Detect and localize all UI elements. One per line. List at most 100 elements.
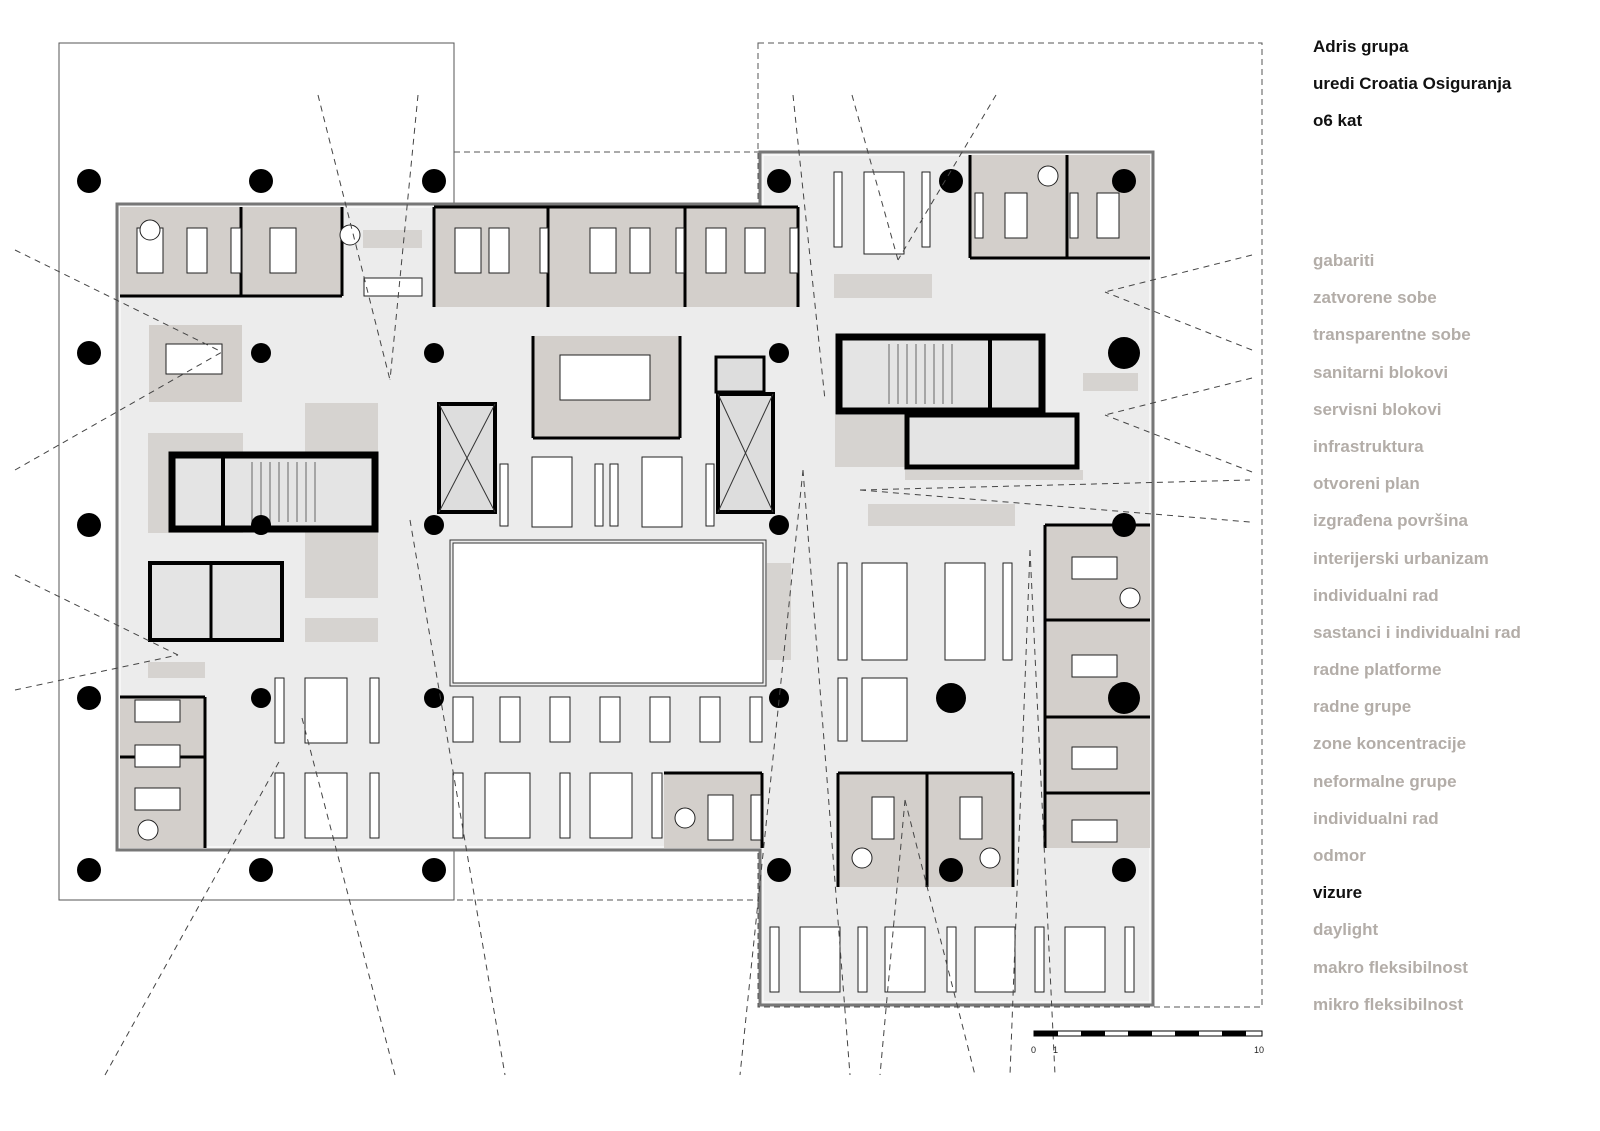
legend-item[interactable]: radne grupe — [1313, 697, 1412, 717]
desk — [369, 677, 380, 744]
scale-segment — [1175, 1031, 1199, 1036]
column — [767, 858, 791, 882]
legend-item[interactable]: individualni rad — [1313, 808, 1439, 828]
legend-item[interactable]: transparentne sobe — [1313, 325, 1471, 345]
desk — [675, 227, 685, 274]
column — [251, 688, 271, 708]
scale-label-0: 0 — [1031, 1045, 1037, 1055]
legend-item[interactable]: individualni rad — [1313, 585, 1439, 605]
legend-item[interactable]: otvoreni plan — [1313, 474, 1420, 494]
desk — [1064, 926, 1106, 993]
desk — [589, 227, 617, 274]
desk — [959, 796, 983, 840]
desk — [363, 277, 423, 297]
desk — [609, 463, 619, 527]
cross-line — [717, 393, 774, 513]
column — [939, 169, 963, 193]
desk — [531, 456, 573, 528]
legend-item[interactable]: sastanci i individualni rad — [1313, 622, 1521, 642]
desk — [134, 787, 181, 811]
core-wall — [988, 337, 992, 411]
chair — [674, 807, 696, 829]
desk — [165, 343, 223, 375]
sightline — [739, 469, 804, 1076]
infrastructure-block — [148, 662, 205, 678]
desk — [488, 227, 510, 274]
legend-item[interactable]: infrastruktura — [1313, 436, 1424, 456]
service-room — [904, 412, 1080, 470]
legend-item[interactable]: makro fleksibilnost — [1313, 957, 1468, 977]
infrastructure-block — [868, 504, 1015, 526]
desk — [274, 772, 285, 839]
column — [77, 686, 101, 710]
sightline — [14, 654, 179, 691]
desk — [799, 926, 841, 993]
sightline — [802, 469, 851, 1076]
desk — [1034, 926, 1045, 993]
legend-item[interactable]: mikro fleksibilnost — [1313, 994, 1464, 1014]
column — [769, 688, 789, 708]
sightline — [904, 799, 976, 1076]
desk — [944, 562, 986, 661]
core-wall — [221, 455, 225, 529]
infrastructure-block — [834, 274, 932, 298]
desk — [946, 926, 957, 993]
desk — [833, 171, 843, 248]
desk — [884, 926, 926, 993]
desk — [861, 677, 908, 742]
sightline — [1104, 254, 1253, 293]
desk — [863, 171, 905, 255]
legend-item[interactable]: odmor — [1313, 846, 1366, 865]
sightline — [14, 574, 179, 656]
desk — [499, 696, 521, 743]
legend-item[interactable]: vizure — [1313, 883, 1363, 903]
desk — [1124, 926, 1135, 993]
staircase-core — [835, 333, 1046, 415]
legend-item[interactable]: servisni blokovi — [1313, 399, 1442, 419]
legend-item[interactable]: zone koncentracije — [1313, 734, 1467, 754]
floor-label: o6 kat — [1313, 111, 1363, 130]
column — [249, 858, 273, 882]
scale-segment — [1034, 1031, 1058, 1036]
legend-item[interactable]: gabariti — [1313, 251, 1375, 270]
legend-item[interactable]: izgrađena površina — [1313, 511, 1468, 531]
atrium-void — [452, 542, 764, 684]
sightline — [897, 94, 997, 261]
infrastructure-block — [767, 563, 791, 660]
sightline — [1104, 291, 1253, 351]
legend-item[interactable]: radne platforme — [1313, 660, 1442, 680]
desk — [974, 926, 1016, 993]
desk — [707, 794, 734, 841]
staircase-core — [168, 451, 379, 533]
desk — [649, 696, 671, 743]
desk — [589, 772, 633, 839]
desk — [837, 677, 848, 742]
desk — [1096, 192, 1120, 239]
column — [769, 343, 789, 363]
legend-item[interactable]: zatvorene sobe — [1313, 288, 1437, 308]
desk — [452, 696, 474, 743]
sightline — [14, 351, 223, 471]
desk — [749, 696, 763, 743]
legend-item[interactable]: neformalne grupe — [1313, 771, 1457, 791]
sightline — [317, 94, 391, 381]
column — [936, 683, 966, 713]
scale-bar — [1033, 1030, 1263, 1037]
atrium — [449, 539, 767, 687]
column — [424, 688, 444, 708]
columns — [77, 169, 1140, 882]
legend-item[interactable]: daylight — [1313, 920, 1379, 940]
infrastructure-block — [305, 618, 378, 642]
desk — [641, 456, 683, 528]
column — [1108, 337, 1140, 369]
desk — [269, 227, 297, 274]
desk — [789, 227, 799, 274]
desk — [539, 227, 549, 274]
column — [424, 515, 444, 535]
scale-label-10: 10 — [1254, 1045, 1265, 1055]
legend-item[interactable]: sanitarni blokovi — [1313, 362, 1449, 382]
legend-item[interactable]: interijerski urbanizam — [1313, 548, 1489, 568]
desk — [274, 677, 285, 744]
sightline — [409, 519, 506, 1076]
